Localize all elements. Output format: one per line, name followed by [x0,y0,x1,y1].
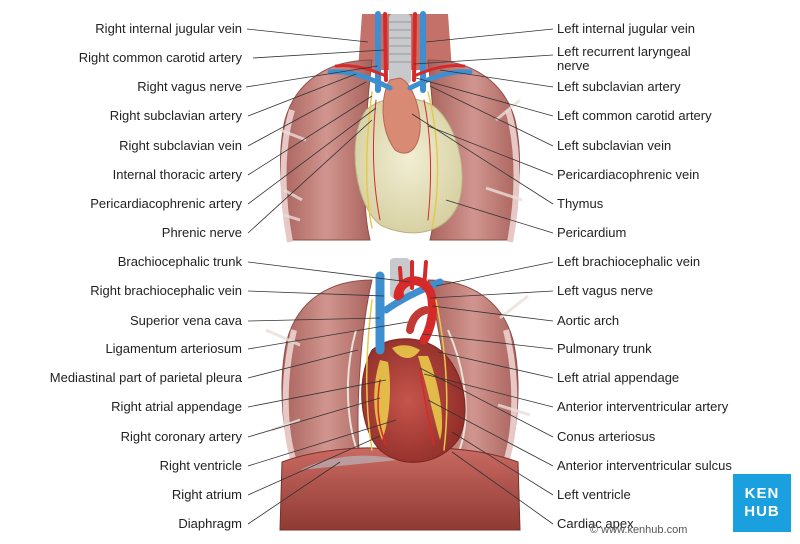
label-right-common-carotid-artery: Right common carotid artery [78,50,242,65]
label-brachiocephalic-trunk: Brachiocephalic trunk [117,254,242,269]
label-pericardiacophrenic-vein: Pericardiacophrenic vein [557,167,700,182]
kenhub-logo[interactable]: KEN HUB [733,474,791,532]
label-right-subclavian-artery: Right subclavian artery [109,108,242,123]
leader-lines [245,28,554,525]
label-left-subclavian-artery: Left subclavian artery [557,79,681,94]
label-left-atrial-appendage: Left atrial appendage [557,370,680,385]
label-phrenic-nerve: Phrenic nerve [161,225,242,240]
label-anterior-interventricular-artery: Anterior interventricular artery [557,399,729,414]
label-left-common-carotid-artery: Left common carotid artery [557,108,712,123]
logo-line-2: HUB [744,503,780,520]
label-left-internal-jugular-vein: Left internal jugular vein [557,21,696,36]
label-cardiac-apex: Cardiac apex [557,516,634,531]
label-right-vagus-nerve: Right vagus nerve [137,79,242,94]
label-right-atrial-appendage: Right atrial appendage [111,399,242,414]
label-pericardium: Pericardium [557,225,627,240]
trachea-top [389,14,411,84]
logo-line-1: KEN [744,485,780,502]
label-superior-vena-cava: Superior vena cava [129,313,242,328]
label-left-subclavian-vein: Left subclavian vein [557,138,672,153]
label-anterior-interventricular-sulcus: Anterior interventricular sulcus [557,458,732,473]
bottom-thorax [265,258,531,531]
label-right-brachiocephalic-vein: Right brachiocephalic vein [90,283,242,298]
label-ligamentum-arteriosum: Ligamentum arteriosum [105,341,242,356]
label-right-subclavian-vein: Right subclavian vein [119,138,242,153]
label-conus-arteriosus: Conus arteriosus [557,429,656,444]
label-left-recurrent-laryngeal-nerve: Left recurrent laryngeal nerve [557,44,691,73]
label-thymus: Thymus [557,196,604,211]
label-right-ventricle: Right ventricle [159,458,242,473]
label-left-vagus-nerve: Left vagus nerve [557,283,654,298]
top-thorax [279,11,523,243]
label-pericardiacophrenic-artery: Pericardiacophrenic artery [90,196,242,211]
label-left-brachiocephalic-vein: Left brachiocephalic vein [557,254,701,269]
label-mediastinal-parietal-pleura: Mediastinal part of parietal pleura [49,370,242,385]
right-lung-bottom [281,279,373,461]
label-right-internal-jugular-vein: Right internal jugular vein [95,21,242,36]
label-right-atrium: Right atrium [171,487,242,502]
label-diaphragm: Diaphragm [178,516,242,531]
copyright-watermark: © www.kenhub.com [590,524,688,536]
label-internal-thoracic-artery: Internal thoracic artery [112,167,242,182]
label-aortic-arch: Aortic arch [557,313,620,328]
label-left-ventricle: Left ventricle [557,487,631,502]
label-right-coronary-artery: Right coronary artery [120,429,242,444]
label-pulmonary-trunk: Pulmonary trunk [557,341,652,356]
